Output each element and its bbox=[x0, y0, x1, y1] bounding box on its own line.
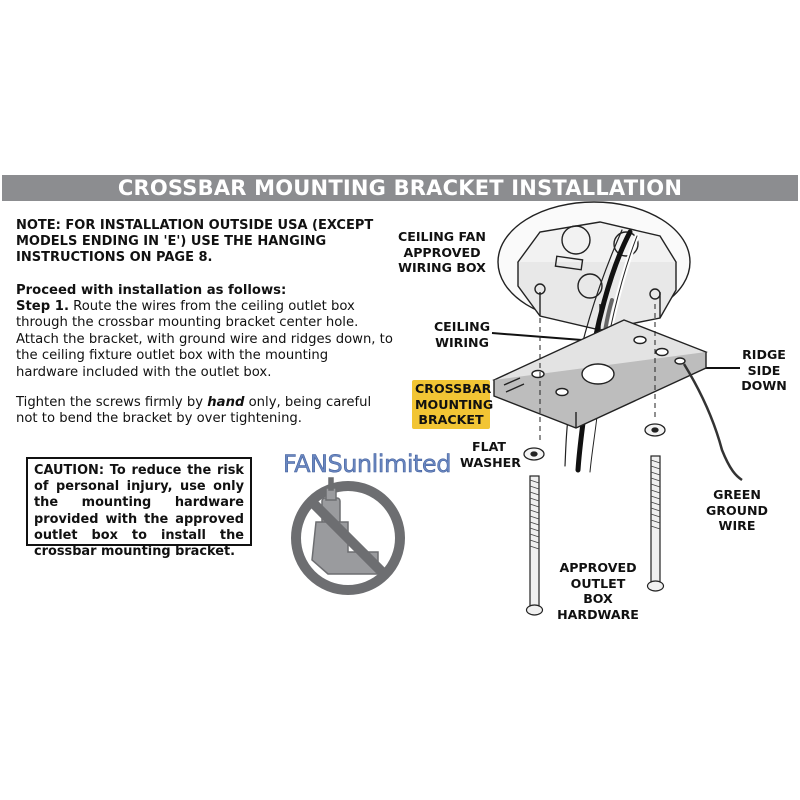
tighten-paragraph: Tighten the screws firmly by hand only, … bbox=[16, 395, 394, 428]
alignment-lines bbox=[539, 300, 656, 440]
step-label: Step 1. bbox=[16, 299, 69, 314]
crossbar-bracket bbox=[492, 319, 708, 429]
mounting-screws bbox=[525, 455, 665, 616]
step-text: Route the wires from the ceiling outlet … bbox=[16, 299, 393, 380]
proceed-heading: Proceed with installation as follows: bbox=[16, 283, 287, 298]
ceiling-outlet-box bbox=[497, 201, 691, 331]
page-title: CROSSBAR MOUNTING BRACKET INSTALLATION bbox=[117, 176, 683, 200]
caution-box: CAUTION: To reduce the risk of personal … bbox=[26, 457, 252, 559]
fansunlimited-watermark: FANSunlimited bbox=[283, 450, 452, 479]
screw-threads bbox=[529, 459, 661, 550]
tighten-emphasis: hand bbox=[207, 395, 245, 410]
step-1-paragraph: Step 1. Route the wires from the ceiling… bbox=[16, 299, 394, 381]
title-banner: CROSSBAR MOUNTING BRACKET INSTALLATION bbox=[2, 175, 798, 201]
green-ground-wire bbox=[682, 363, 743, 482]
usa-note: NOTE: FOR INSTALLATION OUTSIDE USA (EXCE… bbox=[16, 218, 374, 266]
tighten-text-before: Tighten the screws firmly by bbox=[16, 395, 208, 410]
no-power-drill-icon bbox=[291, 477, 405, 595]
tighten-text-after: only, being careful not to bend the brac… bbox=[16, 395, 372, 427]
flat-washer bbox=[523, 423, 666, 461]
